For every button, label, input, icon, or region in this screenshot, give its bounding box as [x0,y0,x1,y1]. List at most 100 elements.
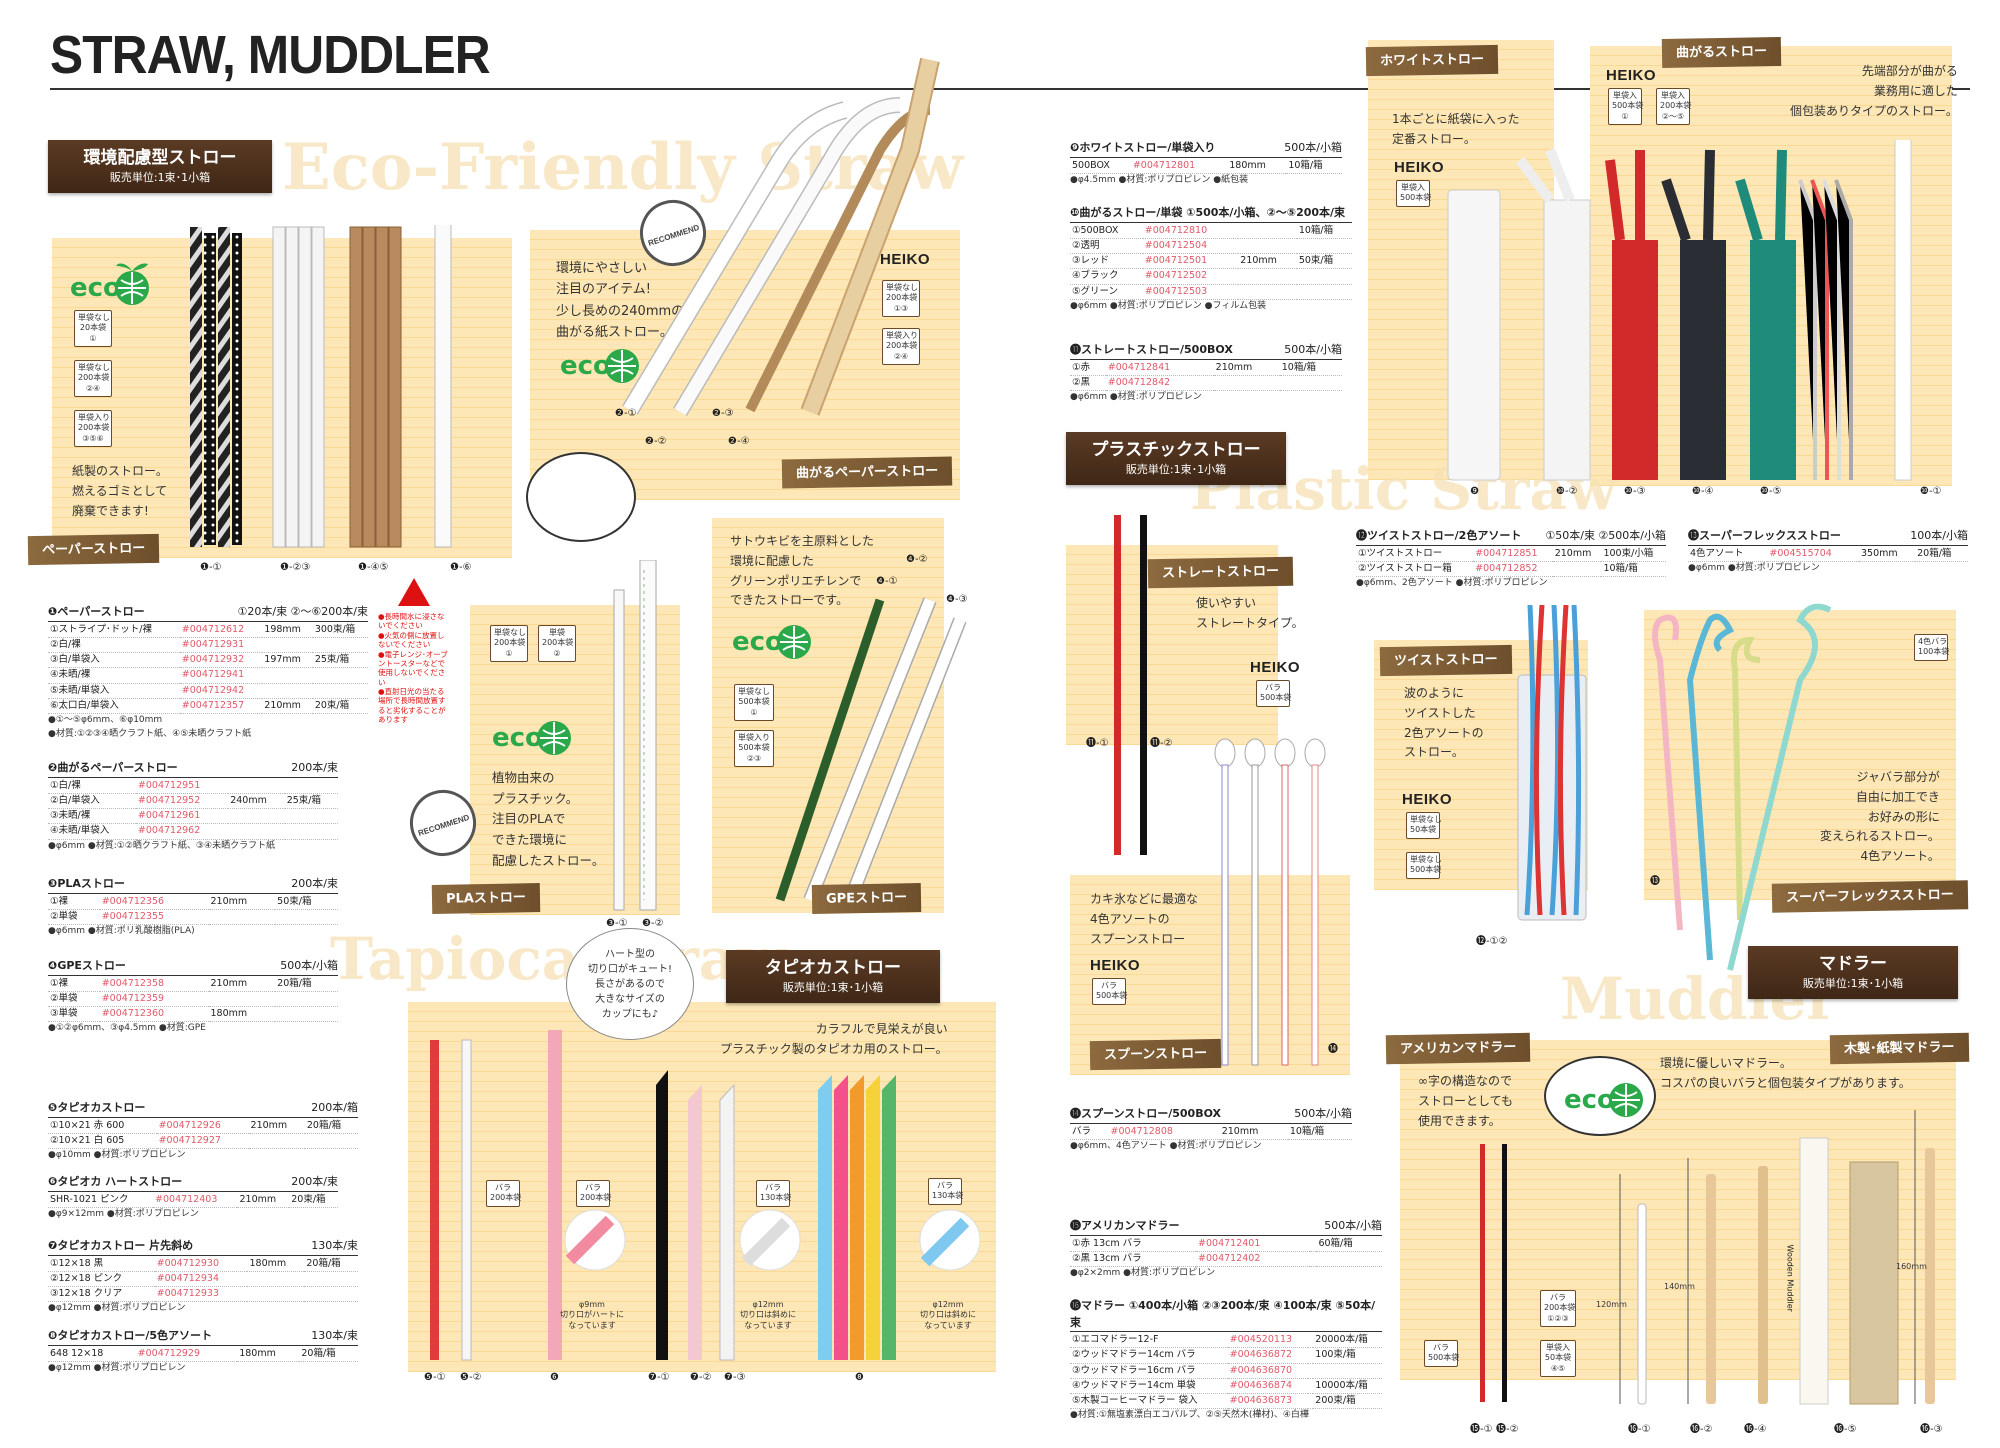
heiko-logo-4: HEIKO [1250,659,1301,676]
item-case: 50束/箱 [275,894,338,910]
page-title: STRAW, MUDDLER [50,25,491,85]
product-title-text: ⓫ストレートストロー/500BOX [1070,343,1233,356]
item-case [1296,238,1352,255]
product-note: ●材質:①②③④晒クラフト紙、④⑤未晒クラフト紙 [48,728,252,739]
item-name: ②黒 [1070,375,1106,392]
eco-logo-text-3: eco [492,723,543,753]
muddler-header-unit: 販売単位:1束･1小箱 [1802,977,1904,991]
num-11-1: ⓫-① [1086,738,1109,749]
eco-header-unit: 販売単位:1束･1小箱 [109,171,211,185]
num-1-23: ❶-②③ [280,562,311,573]
item-name: ②ツイストストロー箱 [1356,561,1474,578]
gpe-illustration [775,597,967,903]
item-name: ①500BOX [1070,223,1143,239]
item-length: 210mm [1552,546,1602,562]
label-gpe: GPEストロー [811,883,922,914]
num-5-2: ❺-② [460,1372,482,1383]
item-name: ⑤グリーン [1070,284,1143,300]
item-name: ②12×18 ピンク [48,1271,155,1288]
item-name: ⑥太口白/単袋入 [48,698,180,715]
item-length [208,991,276,1008]
item-case [1279,375,1342,392]
label-bend-straw: 曲がるストロー [1661,36,1782,69]
num-1-45: ❶-④⑤ [358,562,389,573]
badge-white: 単袋入 500本袋 [1396,180,1431,207]
num-10-5: ❿-⑤ [1760,486,1782,497]
product-title-text: ⓭スーパーフレックスストロー [1688,529,1841,542]
item-length [1308,1393,1314,1410]
item-length: 180mm [208,1006,276,1023]
badge-bent-1: 単袋なし 200本袋 ①③ [882,280,920,318]
badge-tapioca-2: バラ 200本袋 [576,1180,611,1207]
product-note: ●φ6mm ●材質:ポリプロピレン ●フィルム包装 [1070,300,1267,311]
table-row: ①白/裸#004712951 [48,778,338,794]
table-row: ⑤グリーン#004712503 [1070,284,1352,300]
item-code: #004712927 [156,1133,249,1150]
heiko-logo-5: HEIKO [1090,957,1141,974]
badge-flex: 4色バラ 100本袋 [1914,634,1949,661]
item-case [275,1006,338,1023]
item-length: 210mm [1219,1124,1288,1140]
item-name: ①ストライプ･ドット/裸 [48,622,180,638]
badge-paper-2: 単袋なし 200本袋 ②④ [74,360,112,398]
badge-straight: バラ 500本袋 [1256,680,1291,707]
item-name: ①白/裸 [48,778,136,794]
num-2-1: ❷-① [615,408,637,419]
table-row: ④ブラック#004712502 [1070,268,1352,285]
item-code: #004712502 [1142,268,1239,285]
product-unit: 100本/小箱 [1910,529,1968,542]
item-case [312,683,368,699]
item-code: #004712842 [1105,375,1214,392]
badge-gpe-1: 単袋なし 500本袋 ① [734,684,774,722]
item-code: #004712942 [179,683,263,699]
product-unit: 500本/小箱 [1284,343,1342,356]
item-name: ①12×18 黒 [48,1256,155,1272]
product-note: ●φ6mm、4色アソート ●材質:ポリプロピレン [1070,1140,1262,1151]
item-case [284,778,338,794]
product-title: ⓭スーパーフレックスストロー 100本/小箱 [1688,528,1968,546]
num-16-5: ⓰-⑤ [1834,1424,1857,1435]
spoon-illustration [1214,738,1326,1066]
reasonable-bubble [526,452,636,542]
product-note: ●材質:①無塩素漂白エコパルプ、②⑤天然木(樺材)、④白樺 [1070,1410,1309,1421]
item-length [1213,375,1280,392]
item-case: 25束/箱 [312,652,368,669]
product-title-text: ⓬ツイストストロー/2色アソート [1356,529,1522,542]
product-note: ●φ12mm ●材質:ポリプロピレン [48,1303,186,1314]
product-title-text: ⓰マドラー ①400本/小箱 ②③200本/束 ④100本/束 ⑤50本/束 [1070,1299,1376,1329]
product-title-text: ❻タピオカ ハートストロー [48,1175,183,1188]
num-15-1: ⓯-① [1470,1424,1493,1435]
item-name: ③白/単袋入 [48,652,180,669]
badge-tapioca-4: バラ 130本袋 [928,1178,963,1205]
ghost-tapioca: Tapioca Straw [330,925,787,993]
tapioca-cut-3: φ12mm 切り口は斜めに なっています [920,1300,976,1330]
num-9: ❾ [1470,486,1479,497]
label-white-straw: ホワイトストロー [1365,44,1499,77]
num-2-3: ❷-③ [712,408,734,419]
item-name: ②単袋 [48,991,100,1008]
table-row: ②黒 13cm バラ#004712402 [1070,1251,1382,1268]
eco-logo-text: eco [70,273,121,303]
label-flex: スーパーフレックスストロー [1771,880,1968,913]
product-title: ⓰マドラー ①400本/小箱 ②③200本/束 ④100本/束 ⑤50本/束 [1070,1298,1382,1332]
num-10-2: ❿-② [1556,486,1578,497]
product-title-text: ❾ホワイトストロー/単袋入り [1070,141,1216,154]
item-case: 60箱/箱 [1316,1236,1382,1252]
item-code: #004712932 [179,652,263,669]
item-length: 210mm [262,698,313,715]
item-case [312,637,368,654]
